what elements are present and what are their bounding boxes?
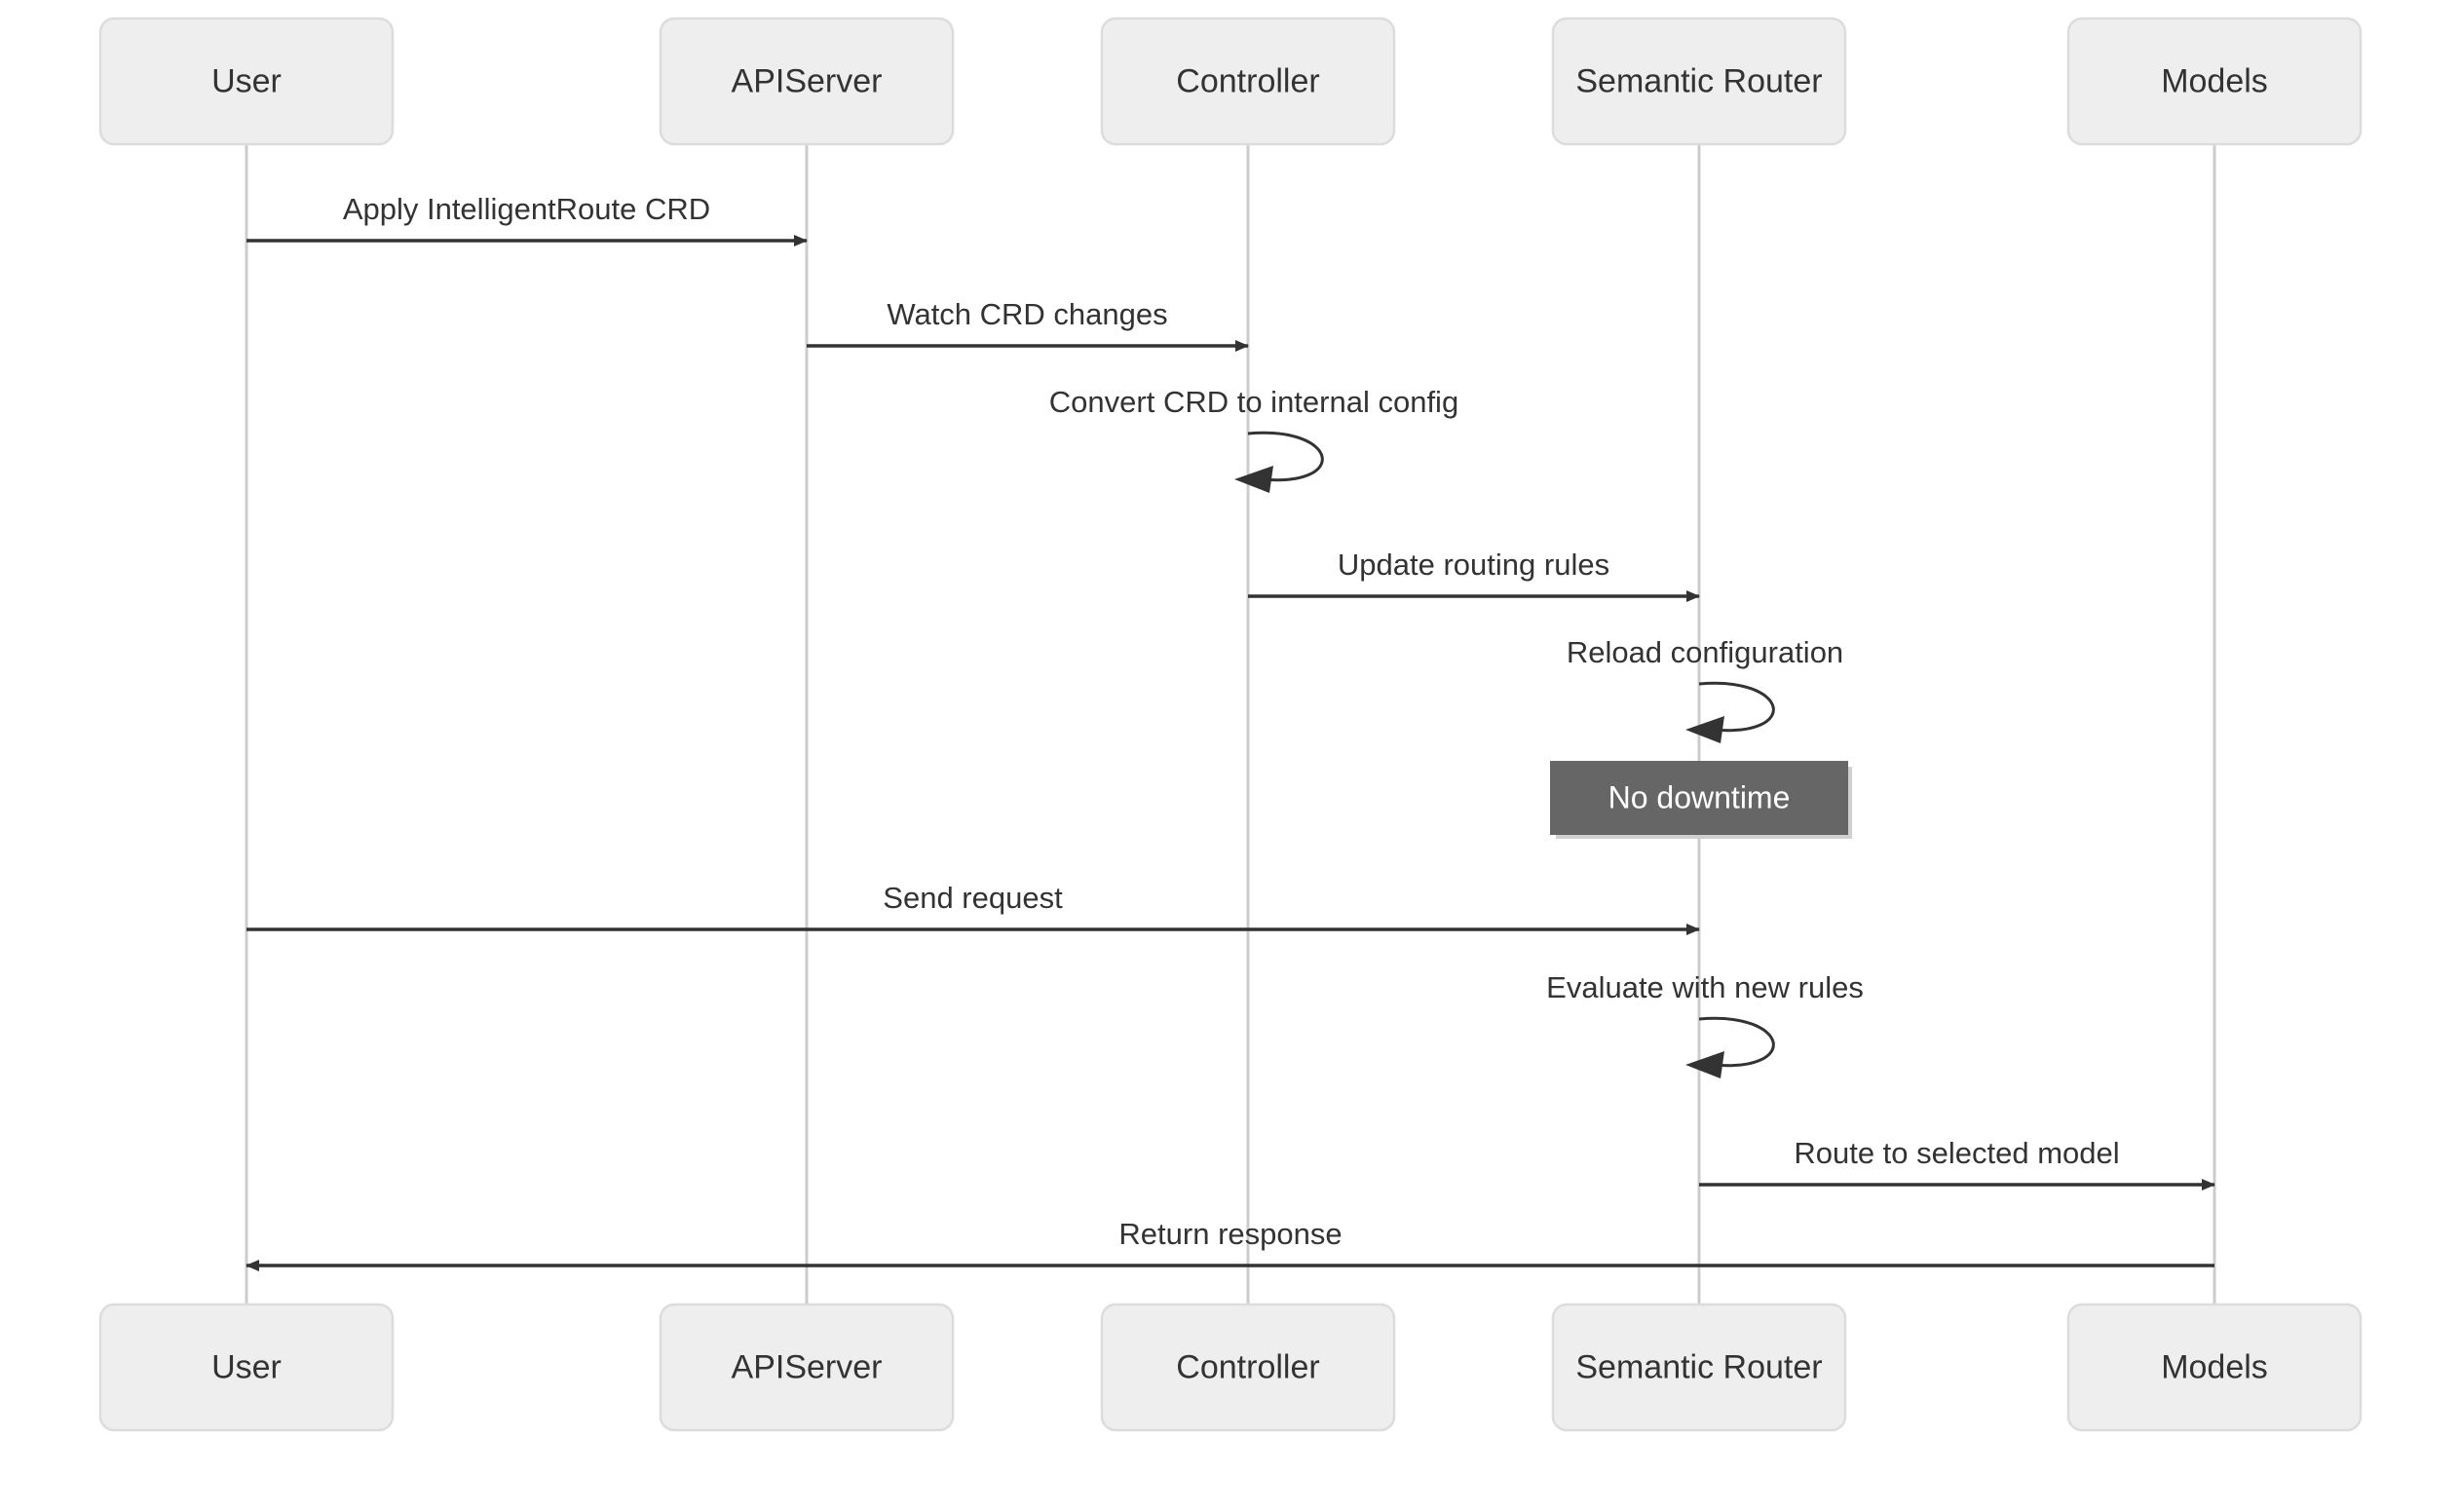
message-6-user-to-router[interactable]: Send request: [246, 881, 1700, 935]
actor-user-bottom[interactable]: User: [98, 1303, 395, 1432]
self-message-arrowhead: [1234, 466, 1273, 493]
message-8-router-to-models[interactable]: Route to selected model: [1699, 1136, 2215, 1191]
message-label: Return response: [1118, 1217, 1342, 1251]
message-label: Convert CRD to internal config: [1049, 385, 1458, 419]
message-1-user-to-apiserver[interactable]: Apply IntelligentRoute CRD: [246, 192, 808, 246]
actor-label: Semantic Router: [1575, 1348, 1822, 1385]
actor-router-bottom[interactable]: Semantic Router: [1551, 1303, 1847, 1432]
actor-label: User: [211, 62, 282, 99]
actor-label: APIServer: [732, 1348, 883, 1385]
self-message-loop: [1698, 681, 1775, 733]
actor-label: APIServer: [732, 62, 883, 99]
messages-layer: Apply IntelligentRoute CRD Watch CRD chan…: [246, 192, 2215, 1271]
actor-label: User: [211, 1348, 282, 1385]
message-label: Send request: [883, 881, 1063, 915]
note-box: [1550, 761, 1848, 835]
actor-label: Models: [2161, 1348, 2268, 1385]
actor-label: Controller: [1176, 62, 1319, 99]
actor-box: [2066, 1303, 2363, 1432]
actor-apiserver-bottom[interactable]: APIServer: [659, 1303, 955, 1432]
actor-router-top[interactable]: Semantic Router: [1551, 17, 1847, 146]
actor-box: [2066, 17, 2363, 146]
actor-controller-top[interactable]: Controller: [1100, 17, 1396, 146]
actor-box: [1100, 17, 1396, 146]
message-9-models-to-user[interactable]: Return response: [246, 1217, 2214, 1271]
actor-label: Semantic Router: [1575, 62, 1822, 99]
actor-box: [1551, 17, 1847, 146]
actor-label: Models: [2161, 62, 2268, 99]
message-label: Watch CRD changes: [887, 297, 1167, 331]
actor-user-top[interactable]: User: [98, 17, 395, 146]
actor-label: Controller: [1176, 1348, 1319, 1385]
self-message-arrowhead: [1685, 716, 1724, 743]
actor-box: [98, 17, 395, 146]
actor-box: [1551, 1303, 1847, 1432]
message-label: Update routing rules: [1338, 548, 1609, 582]
lifelines-layer: [245, 144, 2216, 1304]
message-2-apiserver-to-controller[interactable]: Watch CRD changes: [807, 297, 1249, 352]
message-label: Reload configuration: [1567, 635, 1843, 669]
notes-layer: No downtime: [1550, 761, 1852, 839]
message-7-router-to-router[interactable]: Evaluate with new rules: [1546, 970, 1864, 1078]
message-5-router-to-router[interactable]: Reload configuration: [1567, 635, 1843, 743]
self-message-loop: [1247, 431, 1324, 482]
actors-top-layer: User APIServer Controller Semantic Router Mo…: [98, 17, 2363, 146]
actor-box: [1100, 1303, 1396, 1432]
message-4-controller-to-router[interactable]: Update routing rules: [1248, 548, 1700, 602]
actor-box: [98, 1303, 395, 1432]
note-label: No downtime: [1608, 779, 1791, 814]
actor-models-top[interactable]: Models: [2066, 17, 2363, 146]
actor-box: [659, 17, 955, 146]
actor-controller-bottom[interactable]: Controller: [1100, 1303, 1396, 1432]
self-message-loop: [1698, 1016, 1775, 1068]
actor-box: [659, 1303, 955, 1432]
actors-bottom-layer: User APIServer Controller Semantic Router Mo…: [98, 1303, 2363, 1432]
actor-apiserver-top[interactable]: APIServer: [659, 17, 955, 146]
message-label: Apply IntelligentRoute CRD: [343, 192, 710, 226]
message-label: Route to selected model: [1794, 1136, 2119, 1170]
message-3-controller-to-controller[interactable]: Convert CRD to internal config: [1049, 385, 1458, 493]
message-label: Evaluate with new rules: [1546, 970, 1864, 1004]
actor-models-bottom[interactable]: Models: [2066, 1303, 2363, 1432]
note-no-downtime[interactable]: No downtime: [1550, 761, 1852, 839]
self-message-arrowhead: [1685, 1051, 1724, 1078]
